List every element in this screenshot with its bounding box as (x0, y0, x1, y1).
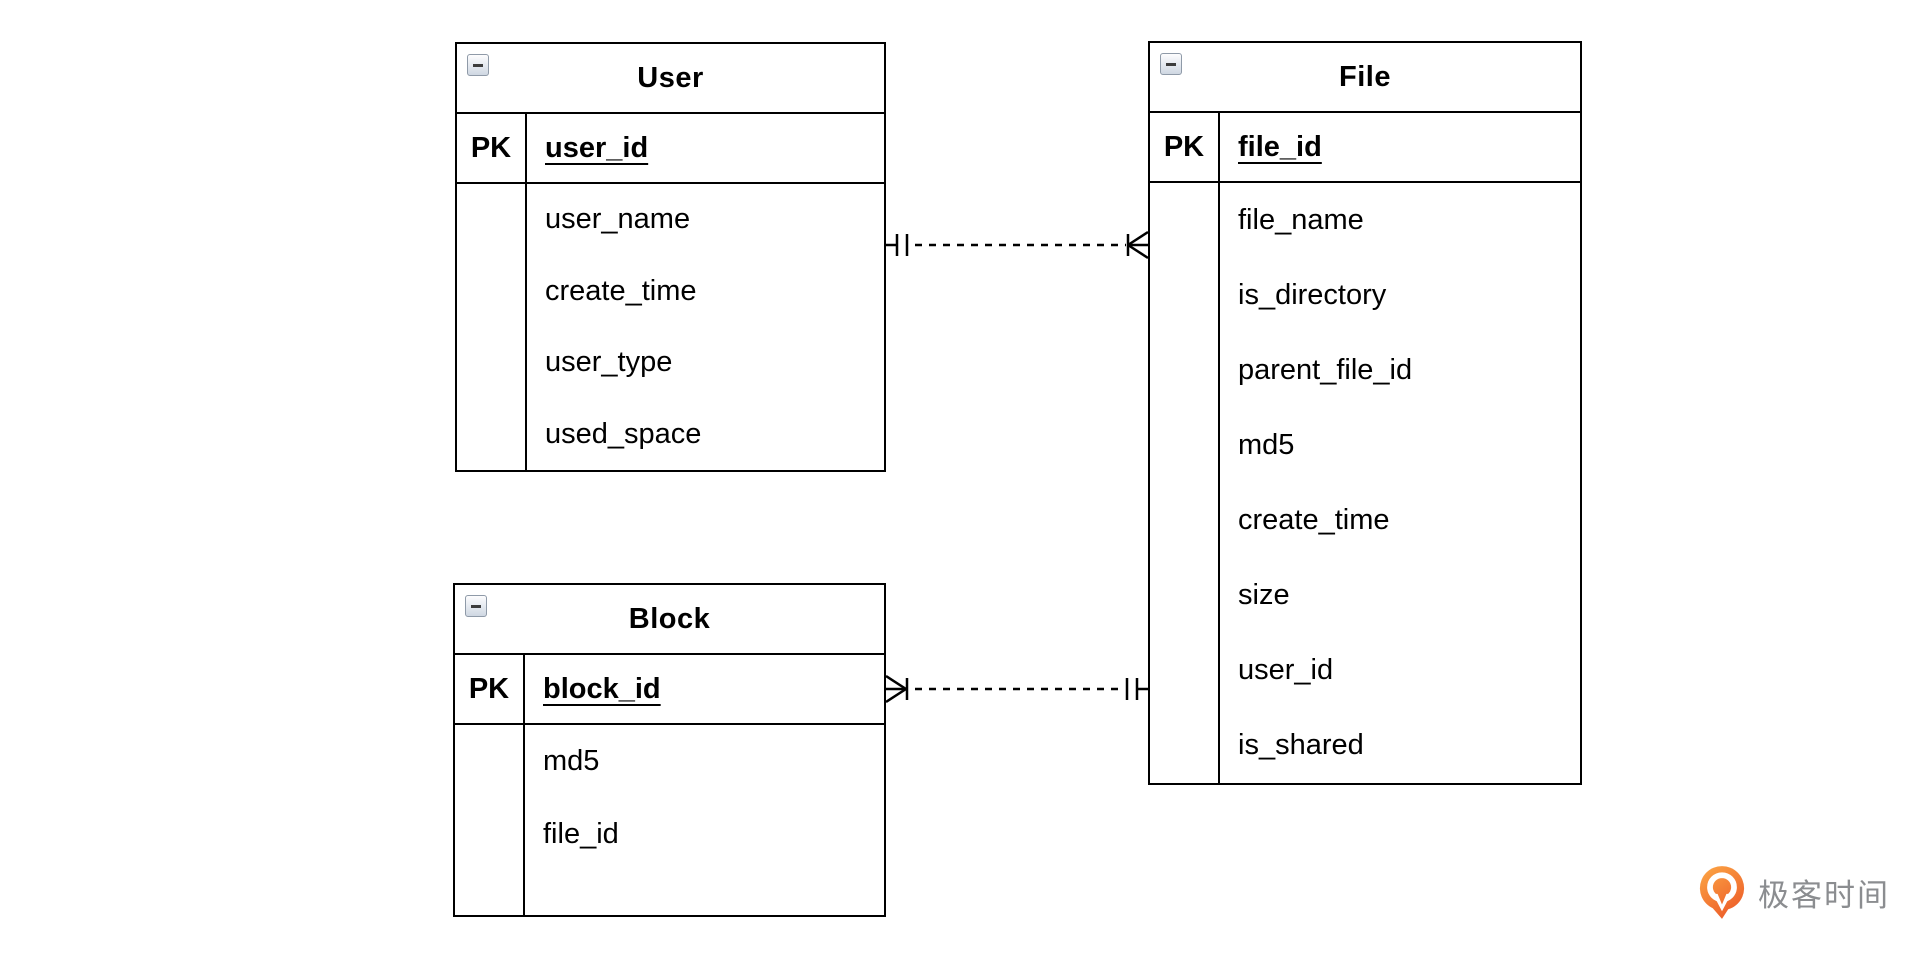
field-row: file_id (543, 818, 619, 850)
field-row: used_space (545, 417, 702, 450)
collapse-minus-icon[interactable] (1160, 53, 1182, 75)
entity-title: File (1339, 60, 1391, 93)
entity-header-file: File (1150, 43, 1580, 113)
crows-foot-prong (886, 687, 907, 704)
geektime-logo: 极客时间 (1698, 864, 1890, 920)
pk-label: PK (1150, 113, 1220, 181)
pk-row: PK user_id (457, 114, 884, 184)
entity-header-block: Block (455, 585, 884, 655)
pk-row: PK file_id (1150, 113, 1580, 183)
field-row: user_id (1238, 654, 1334, 686)
field-row: md5 (1238, 429, 1295, 461)
pk-column-rail (457, 184, 527, 470)
entity-table-user: User PK user_id user_name create_time us… (455, 42, 886, 472)
entity-table-block: Block PK block_id md5 file_id (453, 583, 886, 917)
entity-title: User (637, 61, 704, 94)
field-row: is_shared (1238, 729, 1364, 761)
collapse-minus-icon[interactable] (465, 595, 487, 617)
pk-column-rail (1150, 183, 1220, 783)
field-row: user_type (545, 346, 673, 379)
pk-field-name: user_id (545, 131, 649, 164)
entity-body: md5 file_id (455, 725, 884, 915)
entity-title: Block (628, 602, 711, 635)
crows-foot-prong (1127, 243, 1148, 260)
field-row: create_time (545, 274, 697, 307)
field-row: parent_file_id (1238, 354, 1413, 386)
field-row: file_name (1238, 204, 1364, 236)
pk-field-name: block_id (543, 672, 661, 705)
geektime-pin-icon (1699, 866, 1745, 919)
relationship-user-file-one-to-many (886, 230, 1148, 260)
collapse-minus-icon[interactable] (467, 54, 489, 76)
field-row: user_name (545, 203, 691, 236)
field-row: md5 (543, 745, 600, 777)
pk-label: PK (457, 114, 527, 182)
pk-label: PK (455, 655, 525, 723)
field-row: is_directory (1238, 279, 1387, 311)
crows-foot-prong (886, 674, 907, 691)
entity-body: user_name create_time user_type used_spa… (457, 184, 884, 470)
geektime-logo-text: 极客时间 (1758, 877, 1890, 913)
pk-field-name: file_id (1238, 130, 1322, 163)
crows-foot-prong (1127, 230, 1148, 247)
entity-table-file: File PK file_id file_name is_directory p… (1148, 41, 1582, 785)
entity-body: file_name is_directory parent_file_id md… (1150, 183, 1580, 783)
field-row: size (1238, 579, 1290, 611)
entity-header-user: User (457, 44, 884, 114)
field-row: create_time (1238, 504, 1390, 536)
relationship-file-block-one-to-many (886, 674, 1148, 704)
pk-row: PK block_id (455, 655, 884, 725)
pk-column-rail (455, 725, 525, 915)
